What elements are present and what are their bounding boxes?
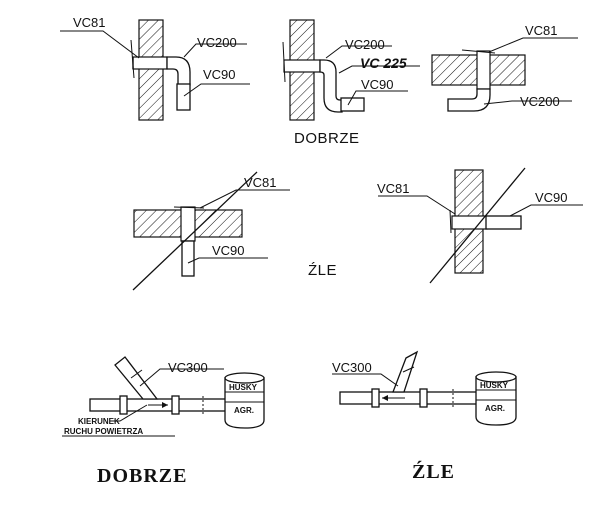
panel-wrong-1: VC81 VC90	[132, 171, 290, 291]
caption-zle-bottom: ŹLE	[412, 460, 455, 483]
label-vc81-5: VC81	[377, 181, 410, 196]
panel-correct-1: VC81 VC200 VC90	[60, 15, 250, 121]
caption-zle-mid: ŹLE	[308, 262, 337, 279]
vc81-sleeve-5	[451, 215, 488, 230]
panel-correct-2: VC200 VC 225 VC90	[282, 19, 420, 121]
vc200-elbow-3	[447, 88, 491, 112]
label-vc200-1: VC200	[197, 35, 237, 50]
label-vc90-5: VC90	[535, 190, 568, 205]
panel-correct-4: VC300 HUSKY AGR. KIERUNEK RUCHU POWIETRZ…	[62, 356, 265, 437]
vc225-elbow	[319, 59, 343, 113]
label-vc90-2: VC90	[361, 77, 394, 92]
vc81-sleeve-3	[476, 50, 491, 90]
husky-unit-2	[475, 376, 517, 426]
label-vc200-3: VC200	[520, 94, 560, 109]
husky-unit-1	[224, 377, 265, 429]
cut-line-5	[429, 167, 526, 284]
label-kierunek-1: KIERUNEK	[78, 417, 120, 426]
vc200-elbow-1	[166, 56, 191, 86]
panel-wrong-3: VC300 HUSKY AGR.	[332, 350, 517, 426]
label-vc81-3: VC81	[525, 23, 558, 38]
vc81-sleeve-2	[283, 59, 321, 73]
label-vc90-4: VC90	[212, 243, 245, 258]
label-vc81-1: VC81	[73, 15, 106, 30]
label-vc300-6: VC300	[168, 360, 208, 375]
label-agr-1: AGR.	[234, 406, 254, 415]
label-vc90-1: VC90	[203, 67, 236, 82]
vc81-sleeve-1	[132, 56, 168, 70]
label-vc81-4: VC81	[244, 175, 277, 190]
vc90-pipe-5	[485, 215, 522, 230]
label-vc300-7: VC300	[332, 360, 372, 375]
label-kierunek-2: RUCHU POWIETRZA	[64, 427, 143, 436]
label-agr-2: AGR.	[485, 404, 505, 413]
label-vc225: VC 225	[360, 55, 407, 71]
label-vc200-2: VC200	[345, 37, 385, 52]
vc90-pipe-4	[181, 240, 195, 277]
vc90-pipe-1	[176, 83, 191, 111]
vc81-sleeve-4	[180, 206, 196, 242]
vc300-branch-6	[114, 356, 159, 400]
panel-wrong-2: VC81 VC90	[377, 167, 583, 284]
label-husky-2: HUSKY	[480, 381, 509, 390]
caption-dobrze-top: DOBRZE	[294, 130, 360, 147]
caption-dobrze-bottom: DOBRZE	[97, 465, 187, 487]
duct-7	[339, 391, 479, 405]
vc300-branch-7	[392, 350, 419, 393]
wall-1	[138, 19, 164, 121]
cut-line-4	[132, 171, 258, 291]
label-husky-1: HUSKY	[229, 383, 258, 392]
panel-correct-3: VC81 VC200	[431, 23, 578, 112]
vc90-pipe-2	[340, 97, 365, 112]
